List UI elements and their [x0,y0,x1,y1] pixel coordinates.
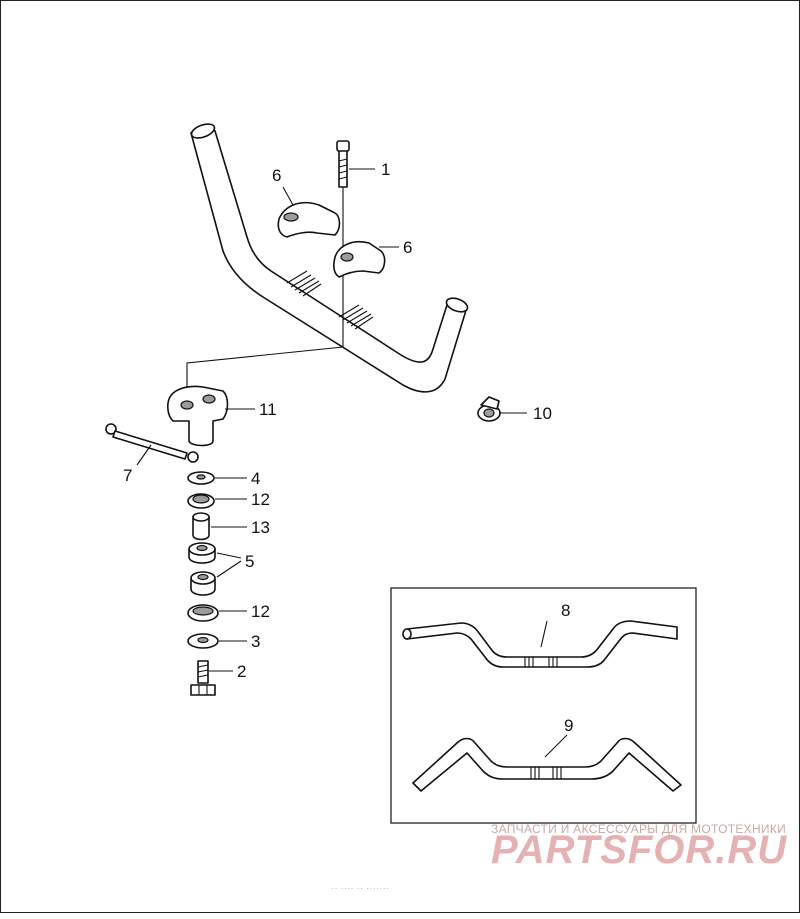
ground-strap-part-7 [105,423,199,463]
main-handlebar [190,123,469,393]
callout-9: 9 [564,716,573,735]
handlebar-part-8 [402,620,678,668]
cup-washer-part-12-upper [187,493,215,509]
callout-12-lower: 12 [251,602,270,621]
clip-part-10 [477,396,501,422]
watermark: ЗАПЧАСТИ И АКСЕССУАРЫ ДЛЯ МОТОТЕХНИКИ PA… [331,822,787,894]
cup-washer-part-12-lower [187,604,219,622]
callout-5: 5 [245,552,254,571]
bushing-part-5-lower [190,571,216,596]
callout-2: 2 [237,662,246,681]
callout-12-upper: 12 [251,490,270,509]
bushing-part-5-upper [188,542,216,564]
watermark-tagline: ЗАПЧАСТИ И АКСЕССУАРЫ ДЛЯ МОТОТЕХНИКИ [491,822,786,836]
callout-11: 11 [259,400,277,419]
callouts: 1 6 6 11 7 4 12 13 5 12 3 2 10 [123,160,552,681]
callout-4: 4 [251,469,260,488]
callout-6-upper: 6 [272,166,281,185]
riser-part-11 [167,346,344,447]
leader-lines [136,168,527,672]
footer-text: ·· ···· ·· ······· [331,883,389,894]
callout-7: 7 [123,466,132,485]
bolt-part-1 [336,140,350,347]
washer-part-3 [187,633,219,649]
bolt-part-2 [190,660,216,696]
callout-13: 13 [251,518,270,537]
callout-6-lower: 6 [403,238,412,257]
callout-3: 3 [251,632,260,651]
sleeve-part-13 [192,512,210,541]
knurl-right [338,304,374,330]
knurl-left [286,270,322,297]
watermark-logo: PARTSFOR.RU [491,828,787,872]
callout-1: 1 [381,160,390,179]
inset-alternatives: 8 9 [390,587,697,824]
inset-box [390,587,697,824]
callout-10: 10 [533,404,552,423]
washer-part-4 [187,471,215,485]
handlebar-part-9 [412,734,682,792]
upper-clamp-part-6a [277,201,341,238]
callout-8: 8 [561,601,570,620]
upper-clamp-part-6b [333,241,386,278]
